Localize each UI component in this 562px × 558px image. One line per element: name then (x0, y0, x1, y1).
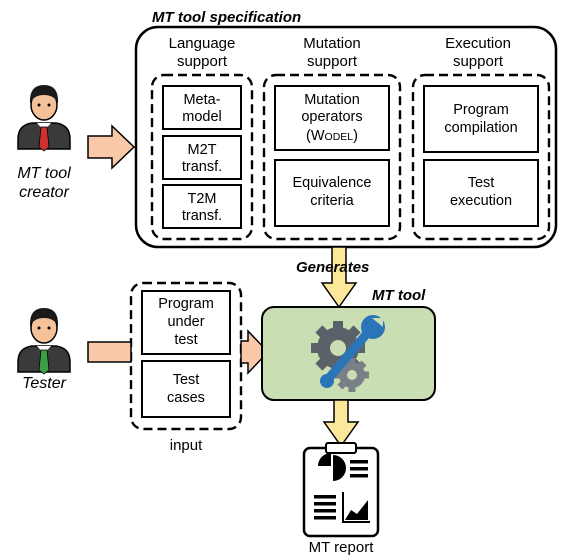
spec-title: MT tool specification (152, 9, 301, 26)
m2t-label-1: M2T (188, 142, 217, 158)
test-cases-label-2: cases (167, 390, 205, 406)
language-support-group: Language support Meta- model M2T transf.… (150, 35, 254, 241)
tester-to-input-arrow (87, 341, 132, 363)
execution-support-dashed-box (411, 73, 551, 241)
test-execution-label-2: execution (450, 193, 512, 209)
mutation-support-dashed-box (262, 73, 402, 241)
wrench-icon (320, 315, 385, 388)
input-label: input (170, 437, 203, 454)
input-to-tool-arrow (240, 329, 270, 375)
program-compilation-label-1: Program (453, 102, 509, 118)
execution-support-heading-2: support (453, 53, 504, 70)
generates-arrow (320, 246, 358, 309)
test-cases-label-1: Test (173, 372, 200, 388)
program-under-test-label-2: under (167, 314, 204, 330)
language-support-heading-2: support (177, 53, 228, 70)
mt-tool-label: MT tool (372, 287, 426, 304)
person-icon (17, 85, 71, 152)
person-icon (17, 308, 71, 375)
generates-label: Generates (296, 259, 369, 276)
mutation-operators-label-1: Mutation (304, 92, 360, 108)
mutation-operators-label-2: operators (301, 109, 362, 125)
t2m-label-1: T2M (188, 191, 217, 207)
program-under-test-label-3: test (174, 332, 197, 348)
program-under-test-box (141, 290, 231, 355)
execution-support-group: Execution support Program compilation Te… (411, 35, 551, 241)
mutation-support-heading-2: support (307, 53, 358, 70)
test-execution-label-1: Test (468, 175, 495, 191)
metamodel-label-2: model (182, 109, 222, 125)
wodel-label: (WODEL) (306, 128, 358, 144)
equivalence-criteria-label-1: Equivalence (293, 175, 372, 191)
mutation-operators-box (274, 85, 390, 151)
equivalence-criteria-label-2: criteria (310, 193, 354, 209)
t2m-label-2: transf. (182, 208, 222, 224)
metamodel-label-1: Meta- (183, 92, 220, 108)
execution-support-heading-1: Execution (445, 35, 511, 52)
equivalence-criteria-box (274, 159, 390, 227)
test-execution-box (423, 159, 539, 227)
creator-to-spec-arrow (87, 124, 136, 170)
program-under-test-label-1: Program (158, 296, 214, 312)
language-support-heading-1: Language (169, 35, 236, 52)
test-cases-box (141, 360, 231, 418)
metamodel-box (162, 85, 242, 130)
m2t-box (162, 135, 242, 180)
tester-label: Tester (22, 375, 67, 392)
gear-icon (335, 358, 369, 392)
m2t-label-2: transf. (182, 159, 222, 175)
t2m-box (162, 184, 242, 229)
mutation-support-group: Mutation support Mutation operators (WOD… (262, 35, 402, 241)
mutation-support-heading-1: Mutation (303, 35, 361, 52)
clipboard-report-icon (302, 442, 380, 538)
program-compilation-label-2: compilation (444, 120, 517, 136)
creator-label-1: MT tool (17, 165, 71, 182)
tool-to-report-arrow (322, 399, 360, 448)
creator-label-2: creator (19, 184, 69, 201)
report-label: MT report (309, 539, 375, 556)
program-compilation-box (423, 85, 539, 153)
